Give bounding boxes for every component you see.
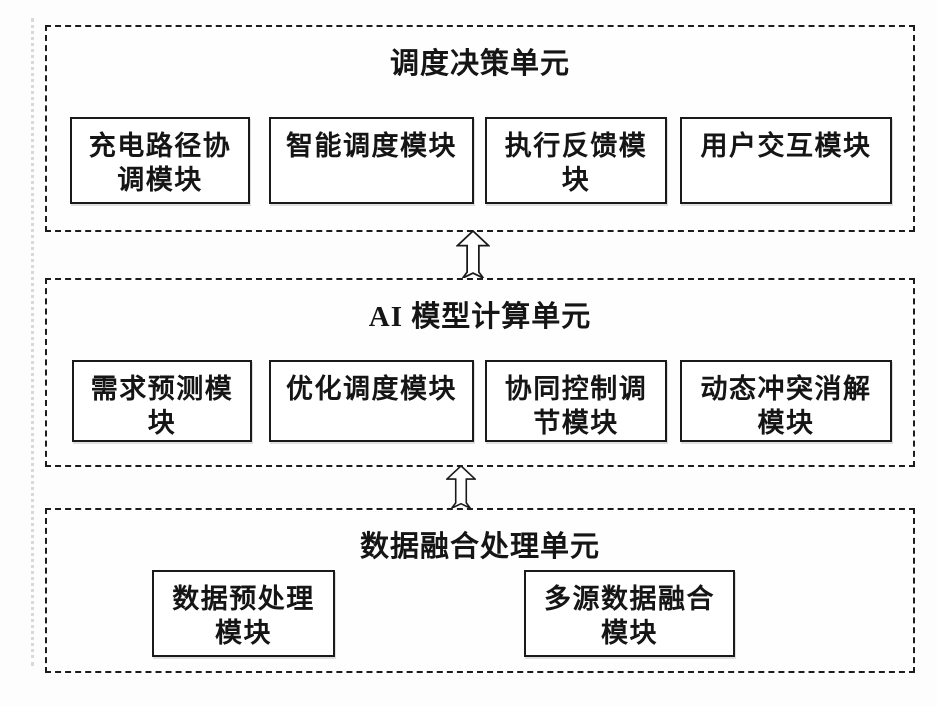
module-demand-forecast: 需求预测模 块 bbox=[72, 360, 252, 442]
module-label: 动态冲突消解 模块 bbox=[700, 374, 872, 438]
unit-title-ai-model-computing: AI 模型计算单元 bbox=[368, 301, 592, 333]
module-label: 执行反馈模 块 bbox=[504, 131, 648, 195]
module-dynamic-conflict-resolution: 动态冲突消解 模块 bbox=[680, 360, 892, 442]
module-label: 智能调度模块 bbox=[286, 131, 457, 161]
module-label: 充电路径协 调模块 bbox=[88, 131, 232, 195]
unit-data-fusion-processing: 数据融合处理单元 数据预处理 模块 多源数据融合 模块 bbox=[45, 508, 915, 673]
module-optimized-scheduling: 优化调度模块 bbox=[269, 360, 474, 442]
module-multi-source-data-fusion: 多源数据融合 模块 bbox=[524, 570, 735, 657]
up-arrow-icon bbox=[456, 230, 490, 279]
module-label: 协同控制调 节模块 bbox=[504, 374, 648, 438]
module-label: 多源数据融合 模块 bbox=[544, 584, 715, 648]
module-charging-path-coordination: 充电路径协 调模块 bbox=[70, 117, 250, 204]
module-label: 数据预处理 模块 bbox=[172, 584, 315, 648]
up-arrow-icon bbox=[446, 465, 476, 509]
unit-ai-model-computing: AI 模型计算单元 需求预测模 块 优化调度模块 协同控制调 节模块 动态冲突消… bbox=[45, 278, 915, 467]
module-label: 需求预测模 块 bbox=[90, 374, 234, 438]
scan-artifact bbox=[31, 18, 34, 666]
unit-scheduling-decision: 调度决策单元 充电路径协 调模块 智能调度模块 执行反馈模 块 用户交互模块 bbox=[45, 25, 915, 232]
module-label: 用户交互模块 bbox=[700, 131, 872, 161]
module-intelligent-scheduling: 智能调度模块 bbox=[269, 117, 474, 204]
unit-title-data-fusion-processing: 数据融合处理单元 bbox=[359, 531, 600, 563]
module-cooperative-control-regulation: 协同控制调 节模块 bbox=[485, 360, 667, 442]
module-execution-feedback: 执行反馈模 块 bbox=[485, 117, 667, 204]
module-data-preprocessing: 数据预处理 模块 bbox=[152, 570, 335, 657]
unit-title-scheduling-decision: 调度决策单元 bbox=[389, 48, 570, 80]
module-label: 优化调度模块 bbox=[286, 374, 457, 404]
module-user-interaction: 用户交互模块 bbox=[680, 117, 892, 204]
